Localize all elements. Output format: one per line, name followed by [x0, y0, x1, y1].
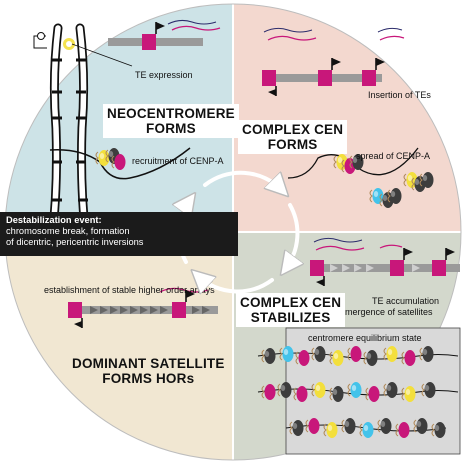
destabilization-line1: chromosome break, formation	[6, 226, 130, 237]
spread-nucleosomes	[287, 147, 434, 209]
satellite-emergence-locus	[310, 237, 460, 287]
stage-complex-stabilizes-title: COMPLEX CEN STABILIZES	[236, 293, 346, 328]
spread-of-cenpa-label: spread of CENP-A	[356, 151, 430, 161]
stage-complex-forms-title: COMPLEX CEN FORMS	[238, 120, 348, 155]
quadrant-complex-forms-bg	[233, 4, 461, 232]
te-expression-label: TE expression	[135, 70, 193, 80]
te-locus-neo	[108, 19, 221, 50]
stage-neocentromere-title: NEOCENTROMERE FORMS	[103, 104, 239, 139]
chromosome-icon	[33, 23, 133, 243]
te-accumulation-label: TE accumulation	[372, 296, 439, 306]
recruitment-label: recruitment of CENP-A	[132, 156, 224, 166]
neocentromere-nucleosome	[49, 147, 191, 180]
destabilization-line2: of dicentric, pericentric inversions	[6, 237, 144, 248]
neocentromere-title-line1: NEOCENTROMERE	[107, 106, 235, 121]
te-insertion-locus	[262, 27, 405, 97]
insertion-of-tes-label: Insertion of TEs	[368, 90, 431, 100]
complex-stabilizes-title-line1: COMPLEX CEN	[240, 295, 342, 310]
establishment-label: establishment of stable higher order arr…	[44, 285, 215, 295]
dominant-satellite-title-line1: DOMINANT SATELLITE	[72, 356, 225, 371]
destabilization-box: Destabilization event: chromosome break,…	[0, 212, 238, 256]
quadrant-dominant-satellite-bg	[5, 232, 233, 460]
equilibrium-nucleosome-rows	[257, 345, 459, 439]
complex-stabilizes-title-line2: STABILIZES	[250, 310, 331, 326]
equilibrium-box	[257, 327, 461, 455]
dominant-satellite-title-line2: FORMS HORs	[102, 371, 195, 387]
complex-forms-title-line1: COMPLEX CEN	[242, 122, 344, 137]
equilibrium-label: centromere equilibrium state	[308, 333, 422, 343]
emergence-of-satellites-label: emergence of satellites	[340, 307, 433, 317]
destabilization-heading: Destabilization event:	[6, 215, 102, 225]
complex-forms-title-line2: FORMS	[267, 137, 318, 153]
stage-dominant-satellite-title: DOMINANT SATELLITE FORMS HORs	[72, 356, 225, 386]
neocentromere-title-line2: FORMS	[146, 121, 196, 137]
